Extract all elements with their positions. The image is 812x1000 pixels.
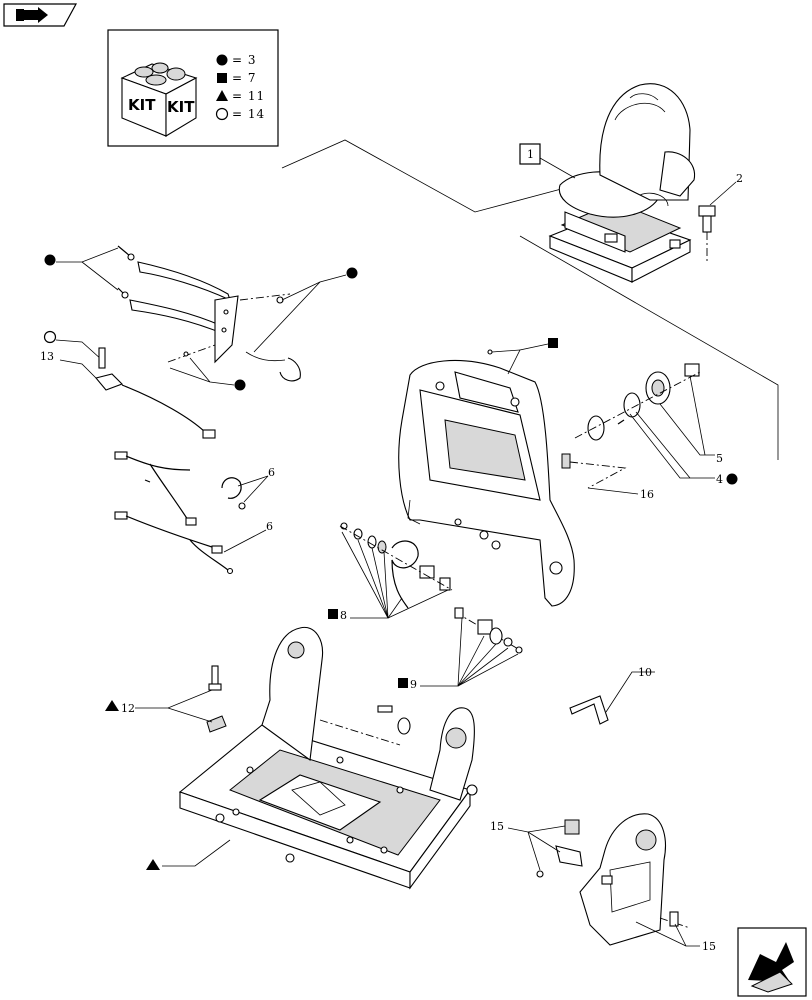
callout-16: 16 — [640, 488, 654, 501]
arrow-icon — [24, 7, 48, 23]
callout-12: 12 — [121, 702, 135, 715]
arrow-icon — [748, 942, 794, 982]
callout-5: 5 — [716, 452, 723, 465]
triangle-kit-12: 12 — [105, 665, 227, 733]
kit-row-circle-open: = 14 — [232, 107, 265, 121]
circle-filled-icon — [216, 54, 228, 66]
prev-page-button[interactable] — [3, 3, 78, 27]
seat-base-frame — [146, 626, 478, 890]
kit-legend: KIT KIT = 3 = 7 = 11 = 14 — [107, 29, 279, 147]
callout-square-7 — [487, 338, 558, 375]
triangle-filled-icon — [216, 90, 228, 101]
circle-open-icon — [215, 107, 229, 121]
kit-row-square: = 7 — [232, 71, 257, 85]
callout-1: 1 — [519, 143, 576, 179]
wire-harness-6a: 6 — [114, 451, 275, 526]
backrest-frame — [398, 360, 575, 607]
kit-word-left: KIT — [128, 96, 156, 114]
bolt-set-9: 9 — [398, 607, 523, 691]
kit-row-circle: = 3 — [232, 53, 257, 67]
bolt-item-2: 2 — [698, 172, 743, 262]
callout-9: 9 — [410, 678, 417, 691]
side-lever-15: 15 15 — [490, 813, 716, 953]
recliner-parts: 16 5 4 — [561, 363, 738, 501]
square-filled-icon — [217, 73, 227, 83]
complete-seat — [548, 83, 696, 283]
kit-row-triangle: = 11 — [232, 89, 265, 103]
sensor-cable-13: 13 — [40, 330, 216, 439]
callout-2: 2 — [736, 172, 743, 185]
wire-harness-6b: 6 — [114, 511, 273, 575]
svg-text:1: 1 — [527, 148, 534, 161]
callout-4: 4 — [716, 473, 723, 486]
spring-assembly-8: 8 — [328, 522, 453, 622]
callout-10: 10 — [638, 666, 652, 679]
kit-word-right: KIT — [167, 98, 195, 116]
callout-6b: 6 — [266, 520, 273, 533]
callout-6a: 6 — [268, 466, 275, 479]
callouts-circle-3 — [44, 247, 358, 391]
hex-key-10: 10 — [569, 666, 655, 725]
callout-8: 8 — [340, 609, 347, 622]
backrest-brackets — [117, 245, 301, 382]
callout-15a: 15 — [490, 820, 504, 833]
callout-15b: 15 — [702, 940, 716, 953]
next-page-button[interactable] — [737, 927, 807, 997]
callout-13: 13 — [40, 350, 54, 363]
